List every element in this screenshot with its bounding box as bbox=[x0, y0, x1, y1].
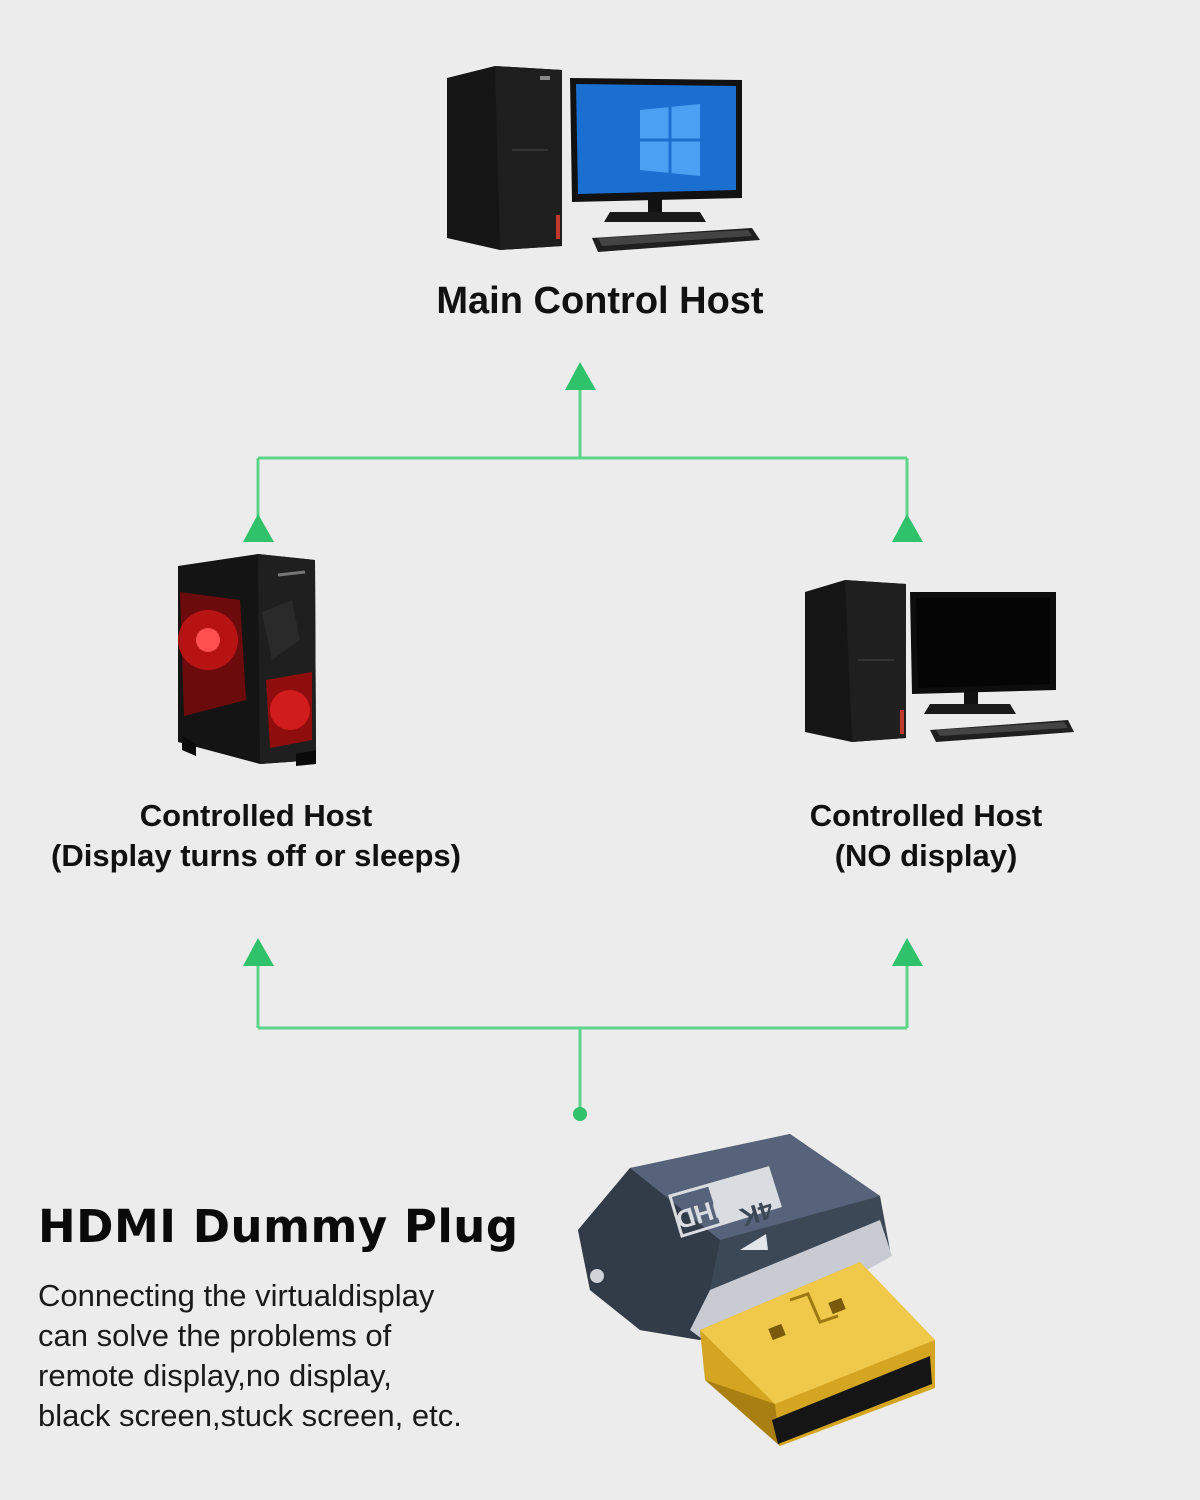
upper-connector bbox=[256, 388, 909, 520]
arrow-up-to-main-icon bbox=[565, 362, 596, 390]
right-host-keyboard-icon bbox=[930, 720, 1074, 742]
controlled-host-left-note: (Display turns off or sleeps) bbox=[51, 838, 461, 873]
gaming-pc-tower-icon bbox=[178, 554, 316, 766]
hdmi-triangle-icon bbox=[740, 1234, 768, 1250]
arrow-up-left-bottom-icon bbox=[243, 938, 274, 966]
hdmi-plug-icon: UHD 4K bbox=[578, 1134, 935, 1446]
product-description-line: Connecting the virtualdisplay bbox=[38, 1278, 435, 1313]
product-description: Connecting the virtualdisplay can solve … bbox=[38, 1276, 538, 1436]
controlled-host-right-title: Controlled Host bbox=[809, 798, 1043, 833]
product-description-line: black screen,stuck screen, etc. bbox=[38, 1398, 462, 1433]
product-description-line: remote display,no display, bbox=[38, 1358, 392, 1393]
main-host-tower-icon bbox=[447, 66, 562, 250]
controlled-host-left-title: Controlled Host bbox=[139, 798, 373, 833]
arrow-up-right-bottom-icon bbox=[892, 938, 923, 966]
main-host-keyboard-icon bbox=[592, 228, 760, 252]
arrow-up-left-top-icon bbox=[243, 514, 274, 542]
arrow-up-right-top-icon bbox=[892, 514, 923, 542]
product-description-line: can solve the problems of bbox=[38, 1318, 392, 1353]
right-host-monitor-icon bbox=[910, 592, 1056, 714]
main-control-host-label: Main Control Host bbox=[436, 280, 764, 322]
controlled-host-right-label: Controlled Host (NO display) bbox=[726, 796, 1126, 876]
right-host-tower-icon bbox=[805, 580, 906, 742]
main-host-monitor-icon bbox=[570, 78, 742, 222]
lower-connector bbox=[256, 962, 909, 1112]
controlled-host-right-note: (NO display) bbox=[834, 838, 1018, 873]
connector-origin-dot bbox=[573, 1107, 587, 1121]
controlled-host-left-label: Controlled Host (Display turns off or sl… bbox=[20, 796, 492, 876]
product-title: HDMI Dummy Plug bbox=[38, 1200, 519, 1253]
